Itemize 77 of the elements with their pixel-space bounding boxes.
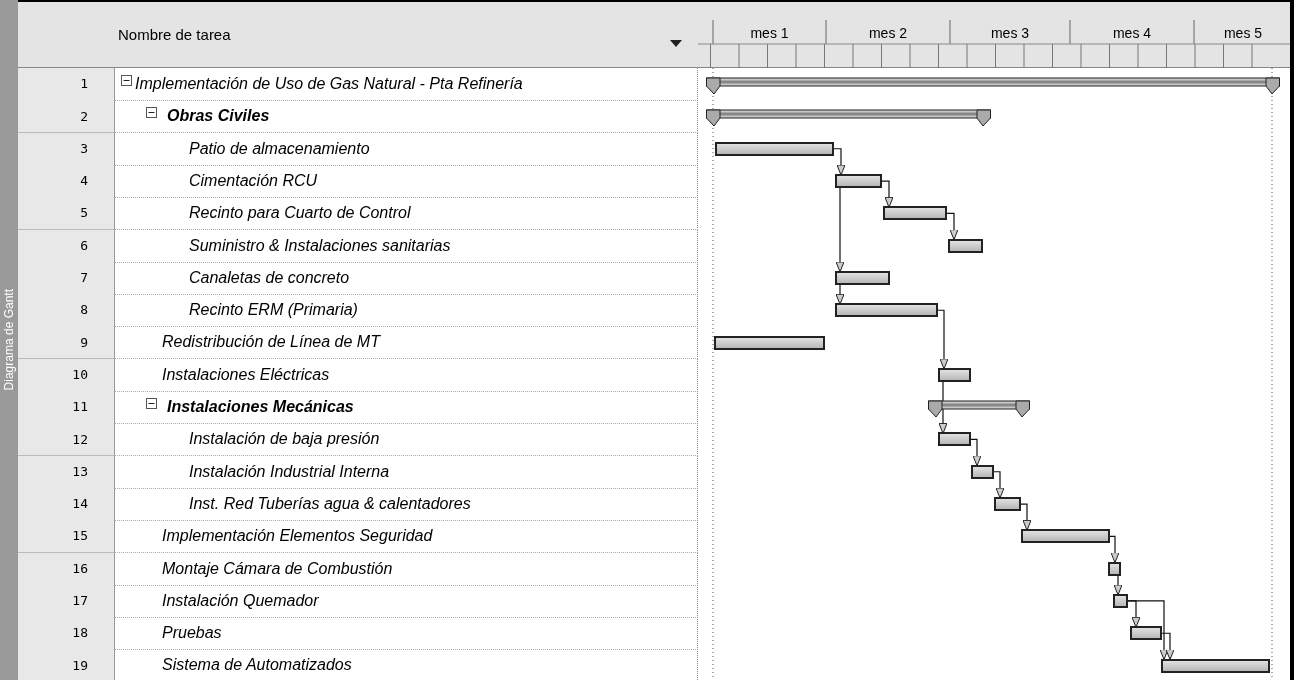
row-number-cell: 9: [18, 326, 115, 360]
row-number-cell: 3: [18, 132, 115, 166]
task-bar: [1161, 658, 1270, 673]
row-number-cell: 15: [18, 520, 115, 554]
task-name: Instalación Quemador: [162, 590, 319, 611]
task-name: Implementación de Uso de Gas Natural - Pta Refinería: [135, 74, 523, 94]
dependency-arrow: [993, 471, 1005, 499]
task-name: Recinto para Cuarto de Control: [189, 203, 411, 224]
row-number-cell: 12: [18, 423, 115, 457]
task-bar: [835, 174, 882, 189]
task-name: Cimentación RCU: [189, 170, 318, 191]
task-bar: [714, 335, 825, 350]
month-label: mes 3: [989, 24, 1031, 43]
summary-bar: [706, 109, 991, 128]
dependency-arrow: [1020, 503, 1032, 531]
task-name: Suministro & Instalaciones sanitarias: [189, 235, 451, 256]
task-name: Montaje Cámara de Combustión: [162, 558, 393, 579]
dependency-arrow: [1113, 575, 1123, 596]
task-bar: [948, 238, 983, 253]
row-number-cell: 11: [18, 391, 115, 424]
row-number-cell: 16: [18, 552, 115, 586]
task-bar: [1130, 626, 1162, 641]
task-name: Obras Civiles: [167, 106, 270, 127]
month-label: mes 4: [1111, 24, 1153, 43]
dependency-arrow: [1161, 632, 1175, 661]
row-number-cell: 1: [18, 68, 115, 101]
task-name: Instalación Industrial Interna: [189, 461, 390, 482]
row-number-cell: 4: [18, 164, 115, 198]
row-number-cell: 10: [18, 358, 115, 392]
task-bar: [994, 497, 1021, 512]
task-name: Sistema de Automatizados: [162, 655, 352, 676]
task-bar: [835, 270, 890, 285]
row-number-cell: 6: [18, 229, 115, 263]
task-name: Redistribución de Línea de MT: [162, 332, 380, 353]
side-label: Diagrama de Gantt: [1, 289, 17, 391]
dependency-arrow: [835, 187, 845, 273]
task-name: Inst. Red Tuberías agua & calentadores: [189, 493, 471, 514]
task-name: Patio de almacenamiento: [189, 138, 370, 159]
row-number-cell: 5: [18, 197, 115, 231]
task-bar: [1113, 593, 1128, 608]
task-name: Recinto ERM (Primaria): [189, 300, 358, 321]
row-number-cell: 18: [18, 617, 115, 651]
dependency-arrow: [1109, 535, 1120, 564]
row-number-cell: 8: [18, 294, 115, 328]
month-label: mes 1: [749, 24, 790, 43]
row-number-cell: 2: [18, 100, 115, 134]
task-name: Pruebas: [162, 623, 222, 644]
task-bar: [938, 367, 971, 382]
task-bar: [971, 464, 994, 479]
dependency-arrow: [833, 148, 846, 176]
task-bar: [1108, 561, 1121, 576]
task-name: Canaletas de concreto: [189, 267, 350, 288]
dependency-arrow: [1127, 600, 1169, 661]
row-number-cell: 14: [18, 487, 115, 521]
task-name: Implementación Elementos Seguridad: [162, 526, 433, 547]
dependency-arrow: [946, 212, 959, 241]
task-bar: [883, 206, 947, 221]
task-bar: [938, 432, 971, 447]
month-label: mes 5: [1222, 24, 1264, 43]
dependency-arrow: [835, 284, 845, 305]
row-number-cell: 17: [18, 584, 115, 618]
task-bar: [715, 141, 834, 156]
row-number-cell: 7: [18, 261, 115, 295]
row-number-cell: 13: [18, 455, 115, 489]
summary-bar: [706, 77, 1280, 96]
dependency-arrow: [881, 180, 894, 208]
dependency-arrow: [937, 309, 949, 370]
summary-bar: [928, 400, 1030, 419]
dependency-arrow: [970, 438, 982, 467]
task-bar: [1021, 529, 1110, 544]
column-header: Nombre de tarea: [118, 25, 231, 45]
month-label: mes 2: [867, 24, 909, 43]
task-name: Instalación de baja presión: [189, 429, 380, 450]
task-name: Instalaciones Mecánicas: [167, 397, 354, 417]
task-name: Instalaciones Eléctricas: [162, 364, 330, 385]
task-bar: [835, 303, 938, 318]
row-number-cell: 19: [18, 649, 115, 680]
